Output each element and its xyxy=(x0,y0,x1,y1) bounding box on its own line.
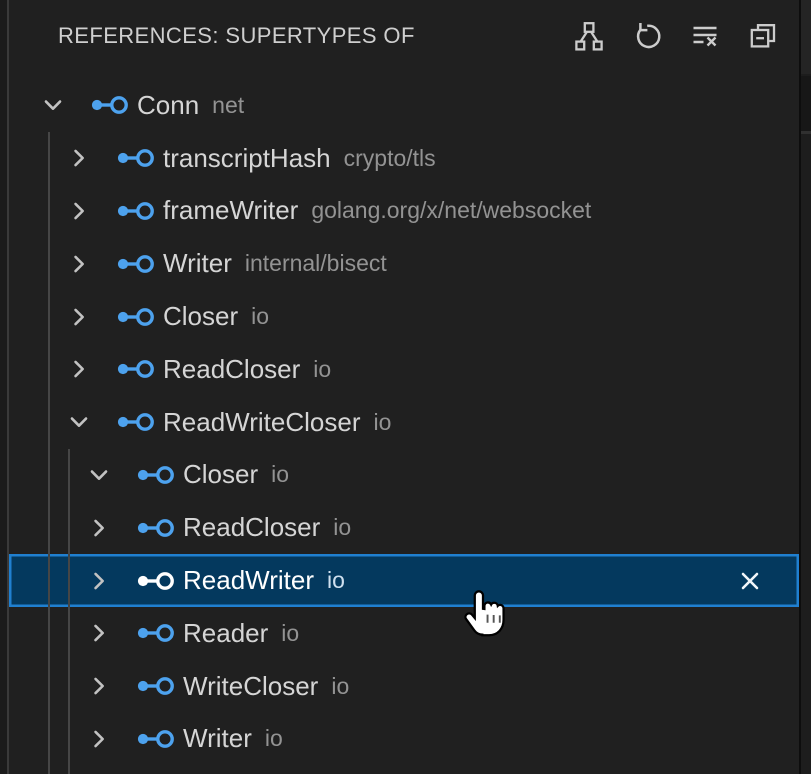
row-description: io xyxy=(251,303,270,330)
tree-row[interactable]: ReadWriter io xyxy=(9,554,799,607)
interface-icon xyxy=(117,357,155,381)
tree-row[interactable]: frameWriter golang.org/x/net/websocket xyxy=(9,185,799,238)
row-description: io xyxy=(271,461,290,488)
chevron-right-icon[interactable] xyxy=(65,144,93,172)
panel-title: REFERENCES: SUPERTYPES OF xyxy=(58,23,415,48)
row-description: internal/bisect xyxy=(244,250,387,277)
interface-icon xyxy=(137,463,175,487)
interface-icon xyxy=(117,146,155,170)
row-description: io xyxy=(313,355,332,382)
chevron-right-icon[interactable] xyxy=(65,303,93,331)
chevron-right-icon[interactable] xyxy=(65,250,93,278)
close-icon[interactable] xyxy=(735,566,765,596)
clear-all-icon[interactable] xyxy=(688,19,722,53)
chevron-right-icon[interactable] xyxy=(85,567,113,595)
row-label: WriteCloser xyxy=(183,670,319,701)
row-description: net xyxy=(212,91,245,118)
row-description: io xyxy=(264,725,283,752)
row-label: Conn xyxy=(137,89,200,120)
row-description: crypto/tls xyxy=(343,144,436,171)
sidebar-right-border xyxy=(799,0,801,774)
row-label: Writer xyxy=(163,248,232,279)
refresh-icon[interactable] xyxy=(630,19,664,53)
interface-icon xyxy=(137,569,175,593)
row-description: io xyxy=(281,619,300,646)
tree-row[interactable]: Reader io xyxy=(9,607,799,660)
interface-icon xyxy=(117,252,155,276)
tree-row[interactable]: Closer io xyxy=(9,449,799,502)
row-label: Closer xyxy=(183,459,259,490)
row-description: io xyxy=(333,514,352,541)
chevron-right-icon[interactable] xyxy=(65,197,93,225)
interface-icon xyxy=(137,516,175,540)
tree-row[interactable]: Closer io xyxy=(9,290,799,343)
tree-row[interactable]: WriteCloser io xyxy=(9,660,799,713)
type-hierarchy-icon[interactable] xyxy=(572,19,606,53)
tree-row[interactable]: Writer io xyxy=(9,713,799,766)
tree-row[interactable]: Writer internal/bisect xyxy=(9,237,799,290)
row-label: Reader xyxy=(183,617,269,648)
tree-row[interactable]: Conn net xyxy=(9,79,799,132)
tree-row[interactable]: ReadWriteCloser io xyxy=(9,396,799,449)
row-label: ReadCloser xyxy=(183,512,321,543)
panel-toolbar xyxy=(572,0,780,72)
panel-header: REFERENCES: SUPERTYPES OF xyxy=(9,0,799,72)
interface-icon xyxy=(117,199,155,223)
interface-icon xyxy=(137,674,175,698)
window-left-edge xyxy=(0,0,7,774)
chevron-down-icon[interactable] xyxy=(65,408,93,436)
chevron-down-icon[interactable] xyxy=(85,461,113,489)
editor-edge-strip xyxy=(801,0,811,774)
editor-edge-band xyxy=(801,131,811,134)
row-label: ReadWriteCloser xyxy=(163,406,361,437)
row-description: io xyxy=(331,672,350,699)
interface-icon xyxy=(91,93,129,117)
chevron-right-icon[interactable] xyxy=(85,514,113,542)
chevron-down-icon[interactable] xyxy=(39,91,67,119)
tree-row[interactable]: transcriptHash crypto/tls xyxy=(9,132,799,185)
interface-icon xyxy=(137,621,175,645)
row-label: frameWriter xyxy=(163,195,299,226)
row-label: Writer xyxy=(183,723,252,754)
chevron-right-icon[interactable] xyxy=(85,725,113,753)
row-label: ReadWriter xyxy=(183,565,315,596)
row-label: Closer xyxy=(163,301,239,332)
row-label: ReadCloser xyxy=(163,353,301,384)
collapse-all-icon[interactable] xyxy=(746,19,780,53)
row-description: io xyxy=(327,567,345,594)
indent-guide xyxy=(68,449,70,774)
chevron-right-icon[interactable] xyxy=(65,355,93,383)
interface-icon xyxy=(117,305,155,329)
tree-row[interactable]: ReadCloser io xyxy=(9,343,799,396)
interface-icon xyxy=(117,410,155,434)
interface-icon xyxy=(137,727,175,751)
indent-guide xyxy=(48,132,50,774)
tree-row[interactable]: ReadCloser io xyxy=(9,501,799,554)
chevron-right-icon[interactable] xyxy=(85,619,113,647)
editor-edge-band xyxy=(801,0,811,74)
row-description: io xyxy=(373,408,392,435)
supertypes-tree: Conn net transcriptHash crypto/tls xyxy=(9,79,799,765)
row-label: transcriptHash xyxy=(163,142,331,173)
editor-edge-band xyxy=(801,76,811,131)
chevron-right-icon[interactable] xyxy=(85,672,113,700)
row-description: golang.org/x/net/websocket xyxy=(311,197,592,224)
sidebar-left-border xyxy=(7,0,9,774)
references-panel: REFERENCES: SUPERTYPES OF xyxy=(9,0,799,774)
